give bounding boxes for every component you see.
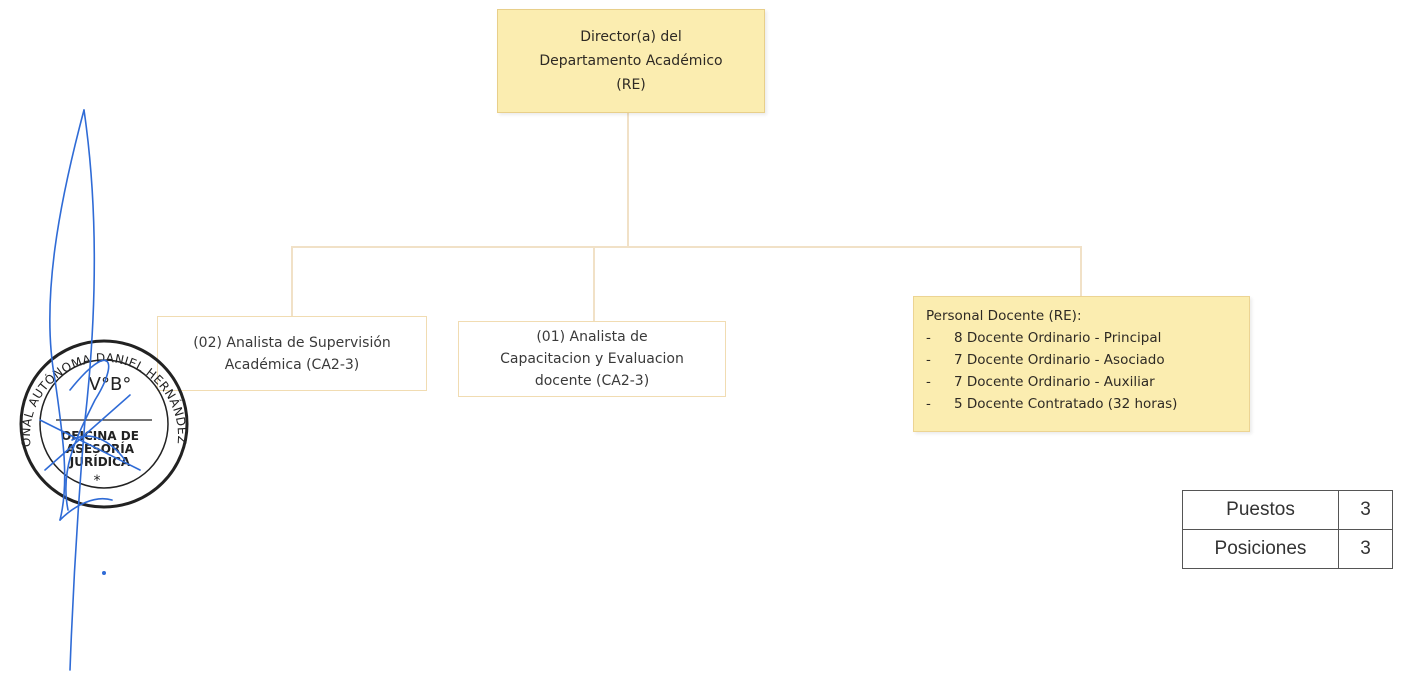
list-dash: -	[926, 330, 931, 346]
personal-docente-box: Personal Docente (RE): - 8 Docente Ordina…	[913, 296, 1250, 432]
connector-to-analyst-1	[291, 246, 293, 316]
personal-docente-title: Personal Docente (RE):	[926, 308, 1082, 324]
table-row: Posiciones 3	[1182, 529, 1393, 569]
director-line-2: Departamento Académico	[539, 53, 723, 69]
personal-docente-list: - 8 Docente Ordinario - Principal - 7 Doce…	[926, 327, 1237, 415]
connector-to-personal	[1080, 246, 1082, 296]
analyst-training-line-1: (01) Analista de	[536, 329, 648, 345]
summary-value-posiciones: 3	[1338, 529, 1393, 569]
analyst-supervision-line-2: Académica (CA2-3)	[224, 356, 360, 373]
summary-table: Puestos 3 Posiciones 3	[1182, 490, 1393, 569]
seal-star: *	[94, 473, 101, 489]
list-item: - 8 Docente Ordinario - Principal	[926, 327, 1237, 349]
connector-horizontal	[291, 246, 1082, 248]
list-item: - 7 Docente Ordinario - Auxiliar	[926, 371, 1237, 393]
list-item-text: 5 Docente Contratado (32 horas)	[954, 396, 1178, 412]
list-item: - 7 Docente Ordinario - Asociado	[926, 349, 1237, 371]
summary-label-puestos: Puestos	[1182, 490, 1339, 530]
director-line-3: (RE)	[616, 77, 646, 93]
signature-mark	[39, 109, 141, 671]
ink-dot	[102, 571, 106, 575]
analyst-training-box: (01) Analista de Capacitacion y Evaluaci…	[458, 321, 726, 397]
summary-label-posiciones: Posiciones	[1182, 529, 1339, 569]
analyst-supervision-line-1: (02) Analista de Supervisión	[193, 334, 391, 351]
seal-outer-ring	[19, 339, 189, 509]
list-dash: -	[926, 396, 931, 412]
analyst-training-line-2: Capacitacion y Evaluacion	[500, 351, 684, 367]
list-dash: -	[926, 374, 931, 390]
director-box: Director(a) del Departamento Académico (…	[497, 9, 765, 113]
seal-approval-mark: V°B°	[89, 374, 132, 395]
legal-office-seal: UNIVERSIDAD NACIONAL AUTÓNOMA DANIEL HER…	[0, 0, 189, 671]
list-dash: -	[926, 352, 931, 368]
connector-to-analyst-2	[593, 246, 595, 321]
summary-value-puestos: 3	[1338, 490, 1393, 530]
analyst-supervision-box: (02) Analista de Supervisión Académica (…	[157, 316, 427, 391]
list-item-text: 8 Docente Ordinario - Principal	[954, 330, 1162, 346]
analyst-training-line-3: docente (CA2-3)	[534, 373, 650, 389]
table-row: Puestos 3	[1182, 490, 1393, 530]
connector-director-down	[627, 113, 629, 247]
list-item-text: 7 Docente Ordinario - Asociado	[954, 352, 1165, 368]
director-line-1: Director(a) del	[580, 29, 682, 45]
list-item: - 5 Docente Contratado (32 horas)	[926, 393, 1237, 415]
list-item-text: 7 Docente Ordinario - Auxiliar	[954, 374, 1155, 390]
